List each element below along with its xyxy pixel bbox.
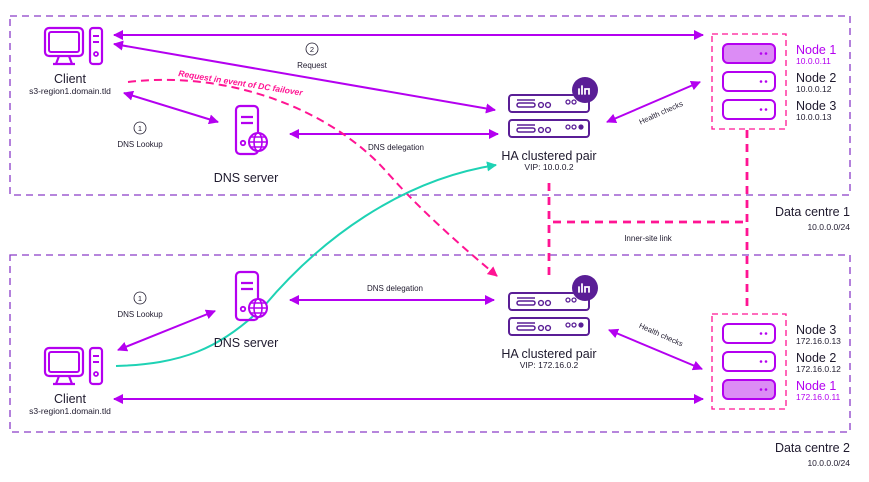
dc1-request-label: Request xyxy=(297,61,328,70)
node-server xyxy=(722,71,776,92)
data-centre-1-subnet: 10.0.0.0/24 xyxy=(807,222,850,232)
dc1-step-1-badge xyxy=(133,121,147,135)
node-ip: 172.16.0.11 xyxy=(796,392,841,402)
dc1-dns-lookup-label: DNS Lookup xyxy=(117,140,163,149)
dc2-node-cluster-boundary xyxy=(711,313,787,410)
dc1-step-2-badge xyxy=(305,42,319,56)
dc2-client-icon xyxy=(43,346,104,386)
dc1-client-icon xyxy=(43,26,104,66)
dc2-dns-delegation-label: DNS delegation xyxy=(367,284,423,293)
dc1-node-cluster-boundary xyxy=(711,33,787,130)
dc2-step-1-number: 1 xyxy=(138,294,142,303)
dc1-step-1-number: 1 xyxy=(138,124,142,133)
node-ip: 10.0.0.11 xyxy=(796,56,831,66)
dc1-dns-server-icon xyxy=(234,104,269,156)
dc1-client-label: Client xyxy=(54,72,86,86)
dc2-dns-lookup-label: DNS Lookup xyxy=(117,310,163,319)
node-name: Node 2 xyxy=(796,351,836,365)
inner-site-link xyxy=(547,130,749,308)
node-name: Node 2 xyxy=(796,71,836,85)
dc1-request-arrow xyxy=(113,40,496,114)
node-server xyxy=(722,323,776,344)
node-server xyxy=(722,43,776,64)
data-centre-1-name: Data centre 1 xyxy=(775,205,850,219)
data-centre-1-boundary xyxy=(9,15,851,196)
dc1-dns-delegation-label: DNS delegation xyxy=(368,143,424,152)
data-centre-2-boundary xyxy=(9,254,851,433)
dc1-health-checks-label: Health checks xyxy=(638,99,685,126)
dc2-dns-server-label: DNS server xyxy=(214,336,279,350)
data-centre-2-name: Data centre 2 xyxy=(775,441,850,455)
node-name: Node 3 xyxy=(796,99,836,113)
dc2-health-checks-arrow xyxy=(608,328,703,371)
node-ip: 172.16.0.13 xyxy=(796,336,841,346)
dc1-health-checks-arrow xyxy=(606,80,701,124)
node-server xyxy=(722,379,776,400)
node-ip: 172.16.0.12 xyxy=(796,364,841,374)
dc2-ha-pair-vip: VIP: 172.16.0.2 xyxy=(520,360,579,370)
node-server xyxy=(722,351,776,372)
inner-site-link-label: Inner-site link xyxy=(624,234,673,243)
dc1-client-hostname: s3-region1.domain.tld xyxy=(29,86,111,96)
dc2-dns-lookup-arrow xyxy=(117,309,216,352)
cross-site-dns-path xyxy=(115,161,497,367)
node-ip: 10.0.0.13 xyxy=(796,112,832,122)
dc1-ha-pair-icon xyxy=(508,76,599,138)
node-ip: 10.0.0.12 xyxy=(796,84,832,94)
data-centre-2-subnet: 10.0.0.0/24 xyxy=(807,458,850,468)
dc1-step-2-number: 2 xyxy=(310,45,314,54)
dc1-dns-server-label: DNS server xyxy=(214,171,279,185)
dc1-ha-pair-label: HA clustered pair xyxy=(501,149,596,163)
failover-request-path xyxy=(127,78,498,277)
dc2-client-hostname: s3-region1.domain.tld xyxy=(29,406,111,416)
node-name: Node 1 xyxy=(796,43,836,57)
dc2-ha-pair-label: HA clustered pair xyxy=(501,347,596,361)
dc1-ha-pair-vip: VIP: 10.0.0.2 xyxy=(524,162,573,172)
dc2-ha-pair-icon xyxy=(508,274,599,336)
failover-label: Request in event of DC failover xyxy=(178,68,304,98)
node-name: Node 3 xyxy=(796,323,836,337)
dc2-step-1-badge xyxy=(133,291,147,305)
dc2-client-label: Client xyxy=(54,392,86,406)
dc1-dns-lookup-arrow xyxy=(123,90,219,125)
node-server xyxy=(722,99,776,120)
node-name: Node 1 xyxy=(796,379,836,393)
dc2-dns-server-icon xyxy=(234,270,269,322)
